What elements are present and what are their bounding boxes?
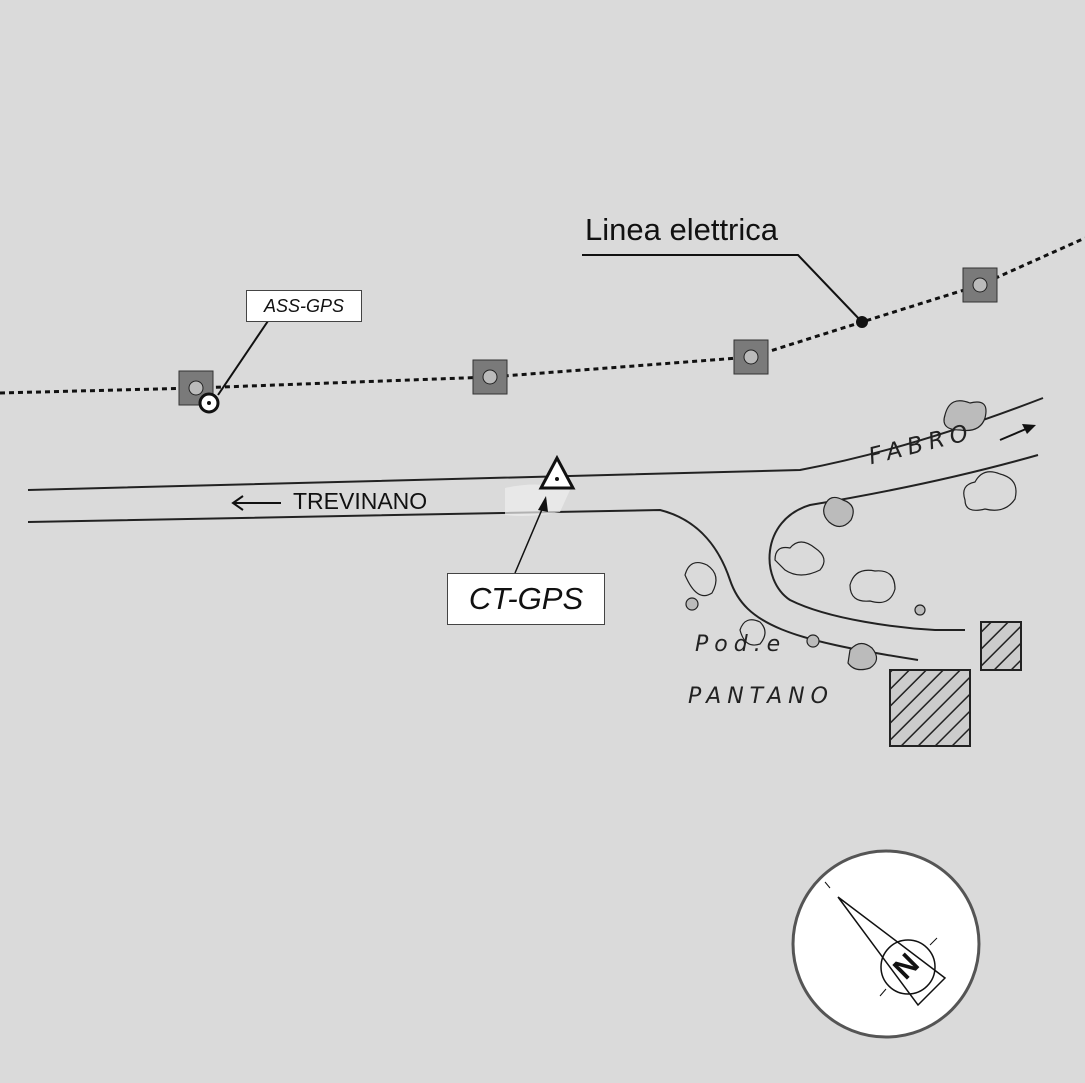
- pantano-label: PANTANO: [688, 684, 834, 709]
- tree-icon: [684, 471, 1017, 646]
- ct-gps-label: CT-GPS: [447, 573, 605, 625]
- ass-gps-label: ASS-GPS: [246, 290, 362, 322]
- power-line: [0, 236, 1085, 395]
- ct-gps-leader: [514, 499, 547, 574]
- power-line-leader: [582, 254, 863, 323]
- triangulation-point-icon: [538, 454, 576, 490]
- power-line-label: Linea elettrica: [585, 212, 779, 247]
- building-icon: [889, 669, 971, 747]
- gps-station-icon: [198, 392, 220, 414]
- trevinano-label: TREVINANO: [293, 488, 428, 514]
- roads: [27, 397, 1044, 661]
- podere-label: Pod.e: [695, 632, 787, 657]
- power-pole-icon: [962, 267, 998, 303]
- power-pole-icon: [178, 370, 214, 406]
- tree-icon: [685, 400, 987, 671]
- power-pole-icon: [472, 359, 508, 395]
- north-compass-icon: [791, 849, 981, 1039]
- building-icon: [980, 621, 1022, 671]
- power-pole-icon: [733, 339, 769, 375]
- ass-gps-leader: [217, 320, 269, 396]
